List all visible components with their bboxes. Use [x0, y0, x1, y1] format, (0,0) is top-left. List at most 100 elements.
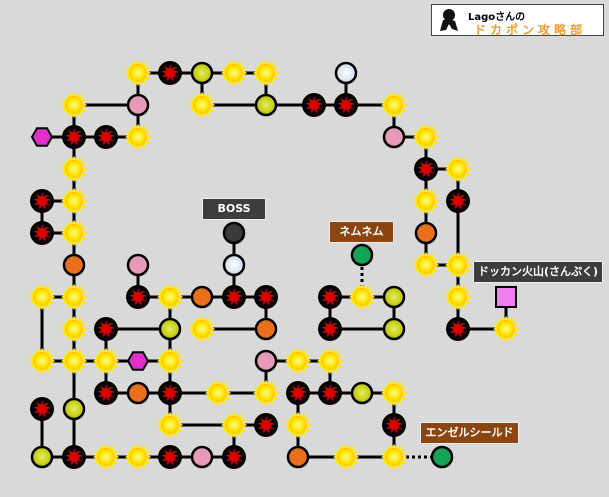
space-k4[interactable]	[126, 351, 150, 371]
space-o1[interactable]	[30, 445, 54, 469]
space-j2[interactable]	[94, 317, 118, 341]
nemunemu-label: ネムネム	[329, 221, 394, 243]
space-j4[interactable]	[189, 316, 215, 342]
space-k8[interactable]	[317, 348, 343, 374]
space-c2[interactable]	[94, 125, 118, 149]
space-k5[interactable]	[157, 348, 183, 374]
space-i3[interactable]	[126, 285, 150, 309]
space-a4[interactable]	[221, 60, 247, 86]
space-o4[interactable]	[125, 444, 151, 470]
logo-bottom-text: ドカポン攻略部	[474, 23, 587, 37]
space-n4[interactable]	[285, 412, 311, 438]
space-j1[interactable]	[61, 316, 87, 342]
space-a1[interactable]	[125, 60, 151, 86]
space-i5[interactable]	[190, 285, 214, 309]
space-j3[interactable]	[158, 317, 182, 341]
space-i7[interactable]	[254, 285, 278, 309]
space-i8[interactable]	[318, 285, 342, 309]
space-g2[interactable]	[61, 220, 87, 246]
space-l9[interactable]	[381, 380, 407, 406]
space-g1[interactable]	[30, 221, 54, 245]
space-l7[interactable]	[318, 381, 342, 405]
space-l4[interactable]	[205, 380, 231, 406]
space-k7[interactable]	[285, 348, 311, 374]
space-o3[interactable]	[93, 444, 119, 470]
space-i9[interactable]	[349, 284, 375, 310]
space-f3[interactable]	[413, 188, 439, 214]
space-l1[interactable]	[94, 381, 118, 405]
space-nm[interactable]	[350, 243, 374, 267]
space-o5[interactable]	[158, 445, 182, 469]
space-o9[interactable]	[333, 444, 359, 470]
space-b6[interactable]	[334, 93, 358, 117]
space-l2[interactable]	[126, 381, 150, 405]
space-j9[interactable]	[493, 316, 519, 342]
space-b5[interactable]	[302, 93, 326, 117]
space-d2[interactable]	[413, 124, 439, 150]
space-j6[interactable]	[318, 317, 342, 341]
space-c0[interactable]	[30, 127, 54, 147]
space-j8[interactable]	[446, 317, 470, 341]
space-b7[interactable]	[381, 92, 407, 118]
site-logo[interactable]: Lagoさんの ドカポン攻略部	[431, 4, 604, 37]
space-h4[interactable]	[445, 252, 471, 278]
space-h1[interactable]	[62, 253, 86, 277]
space-i4[interactable]	[157, 284, 183, 310]
space-o7[interactable]	[222, 445, 246, 469]
space-o6[interactable]	[190, 445, 214, 469]
space-n5[interactable]	[382, 413, 406, 437]
space-sq[interactable]	[495, 286, 517, 308]
space-i2[interactable]	[61, 284, 87, 310]
space-k3[interactable]	[93, 348, 119, 374]
space-o8[interactable]	[286, 445, 310, 469]
space-b4[interactable]	[254, 93, 278, 117]
space-h3[interactable]	[413, 252, 439, 278]
space-lt[interactable]	[334, 61, 358, 85]
space-boss2[interactable]	[222, 253, 246, 277]
space-j7[interactable]	[382, 317, 406, 341]
space-f2[interactable]	[61, 188, 87, 214]
space-i11[interactable]	[445, 284, 471, 310]
space-boss1[interactable]	[222, 221, 246, 245]
space-k2[interactable]	[61, 348, 87, 374]
space-b1[interactable]	[61, 92, 87, 118]
space-l3[interactable]	[158, 381, 182, 405]
space-i1[interactable]	[29, 284, 55, 310]
space-h2[interactable]	[126, 253, 150, 277]
space-n2[interactable]	[221, 412, 247, 438]
space-g3[interactable]	[414, 221, 438, 245]
space-n1[interactable]	[157, 412, 183, 438]
space-o10[interactable]	[381, 444, 407, 470]
space-c3[interactable]	[125, 124, 151, 150]
board-spaces	[29, 60, 519, 470]
space-b3[interactable]	[189, 92, 215, 118]
mascot-silhouette-icon	[440, 9, 458, 31]
space-f1[interactable]	[30, 189, 54, 213]
space-i6[interactable]	[222, 285, 246, 309]
space-o11[interactable]	[430, 445, 454, 469]
angel-shield-label: エンゼルシールド	[420, 422, 519, 444]
space-e2[interactable]	[414, 157, 438, 181]
space-i10[interactable]	[382, 285, 406, 309]
boss-label: BOSS	[202, 198, 266, 220]
space-e1[interactable]	[61, 156, 87, 182]
space-m2[interactable]	[62, 397, 86, 421]
space-j5[interactable]	[254, 317, 278, 341]
space-k6[interactable]	[254, 349, 278, 373]
space-o2[interactable]	[62, 445, 86, 469]
space-d1[interactable]	[382, 125, 406, 149]
space-a5[interactable]	[253, 60, 279, 86]
space-c1[interactable]	[62, 125, 86, 149]
space-l6[interactable]	[286, 381, 310, 405]
space-n3[interactable]	[254, 413, 278, 437]
space-l5[interactable]	[253, 380, 279, 406]
space-e3[interactable]	[445, 156, 471, 182]
space-a2[interactable]	[158, 61, 182, 85]
space-k1[interactable]	[29, 348, 55, 374]
space-f4[interactable]	[446, 189, 470, 213]
space-b2[interactable]	[126, 93, 150, 117]
space-l8[interactable]	[350, 381, 374, 405]
space-a3[interactable]	[190, 61, 214, 85]
space-m1[interactable]	[30, 397, 54, 421]
